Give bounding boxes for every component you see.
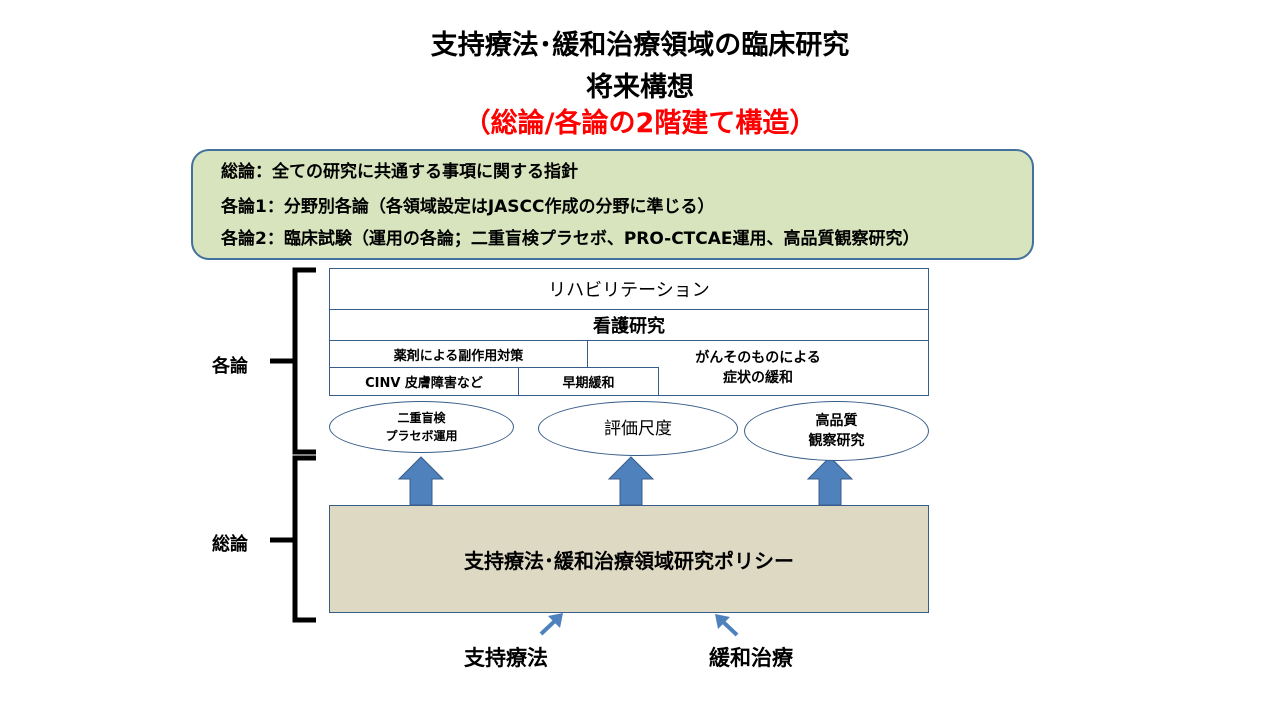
research-policy-box: 支持療法･緩和治療領域研究ポリシー bbox=[329, 505, 929, 613]
trial-double-blind: 二重盲検 プラセボ運用 bbox=[329, 401, 514, 453]
soron-label: 総論 bbox=[212, 534, 248, 555]
field-drug-side-effects-label: 薬剤による副作用対策 bbox=[393, 348, 524, 364]
field-drug-side-effects: 薬剤による副作用対策 bbox=[329, 340, 588, 368]
field-cancer-symptoms-line-1: がんそのものによる bbox=[695, 350, 821, 366]
palliative-care-label: 緩和治療 bbox=[709, 646, 793, 670]
diagonal-arrow-icon bbox=[539, 613, 563, 636]
trial-assessment-scale: 評価尺度 bbox=[538, 401, 738, 456]
kakuron-bracket bbox=[292, 267, 316, 455]
trial-high-quality: 高品質 観察研究 bbox=[744, 401, 929, 461]
diagonal-arrow-icon bbox=[715, 614, 739, 637]
summary-general: 総論：全ての研究に共通する事項に関する指針 bbox=[221, 162, 578, 182]
trial-high-quality-line-2: 観察研究 bbox=[808, 433, 865, 449]
title-line-3: （総論/各論の2階建て構造） bbox=[463, 108, 817, 139]
field-cinv-label: CINV 皮膚障害など bbox=[365, 376, 483, 391]
summary-box: 総論：全ての研究に共通する事項に関する指針 各論1：分野別各論（各領域設定はJA… bbox=[191, 149, 1034, 260]
field-cinv: CINV 皮膚障害など bbox=[329, 367, 519, 396]
soron-bracket bbox=[292, 455, 316, 623]
trial-assessment-scale-label: 評価尺度 bbox=[604, 418, 672, 439]
field-nursing: 看護研究 bbox=[329, 309, 929, 341]
trial-double-blind-line-2: プラセボ運用 bbox=[385, 429, 458, 443]
supportive-care-label: 支持療法 bbox=[464, 646, 548, 670]
field-rehabilitation-label: リハビリテーション bbox=[548, 280, 710, 301]
title-line-2: 将来構想 bbox=[586, 72, 694, 103]
trial-double-blind-line-1: 二重盲検 bbox=[397, 411, 446, 425]
summary-specific-1: 各論1：分野別各論（各領域設定はJASCC作成の分野に準じる） bbox=[221, 197, 715, 217]
field-rehabilitation: リハビリテーション bbox=[329, 268, 929, 310]
field-nursing-label: 看護研究 bbox=[593, 316, 665, 337]
trial-high-quality-line-1: 高品質 bbox=[815, 413, 858, 429]
title-line-1: 支持療法･緩和治療領域の臨床研究 bbox=[430, 30, 850, 61]
field-cancer-symptoms-line-2: 症状の緩和 bbox=[723, 370, 793, 386]
up-arrow-icon bbox=[806, 456, 854, 506]
research-policy-label: 支持療法･緩和治療領域研究ポリシー bbox=[464, 548, 794, 573]
field-early-palliative: 早期緩和 bbox=[518, 367, 659, 396]
field-early-palliative-label: 早期緩和 bbox=[562, 376, 615, 391]
summary-specific-2: 各論2：臨床試験（運用の各論；二重盲検プラセボ、PRO-CTCAE運用、高品質観… bbox=[221, 229, 920, 249]
kakuron-label: 各論 bbox=[212, 356, 248, 377]
up-arrow-icon bbox=[397, 456, 445, 506]
up-arrow-icon bbox=[607, 456, 655, 506]
